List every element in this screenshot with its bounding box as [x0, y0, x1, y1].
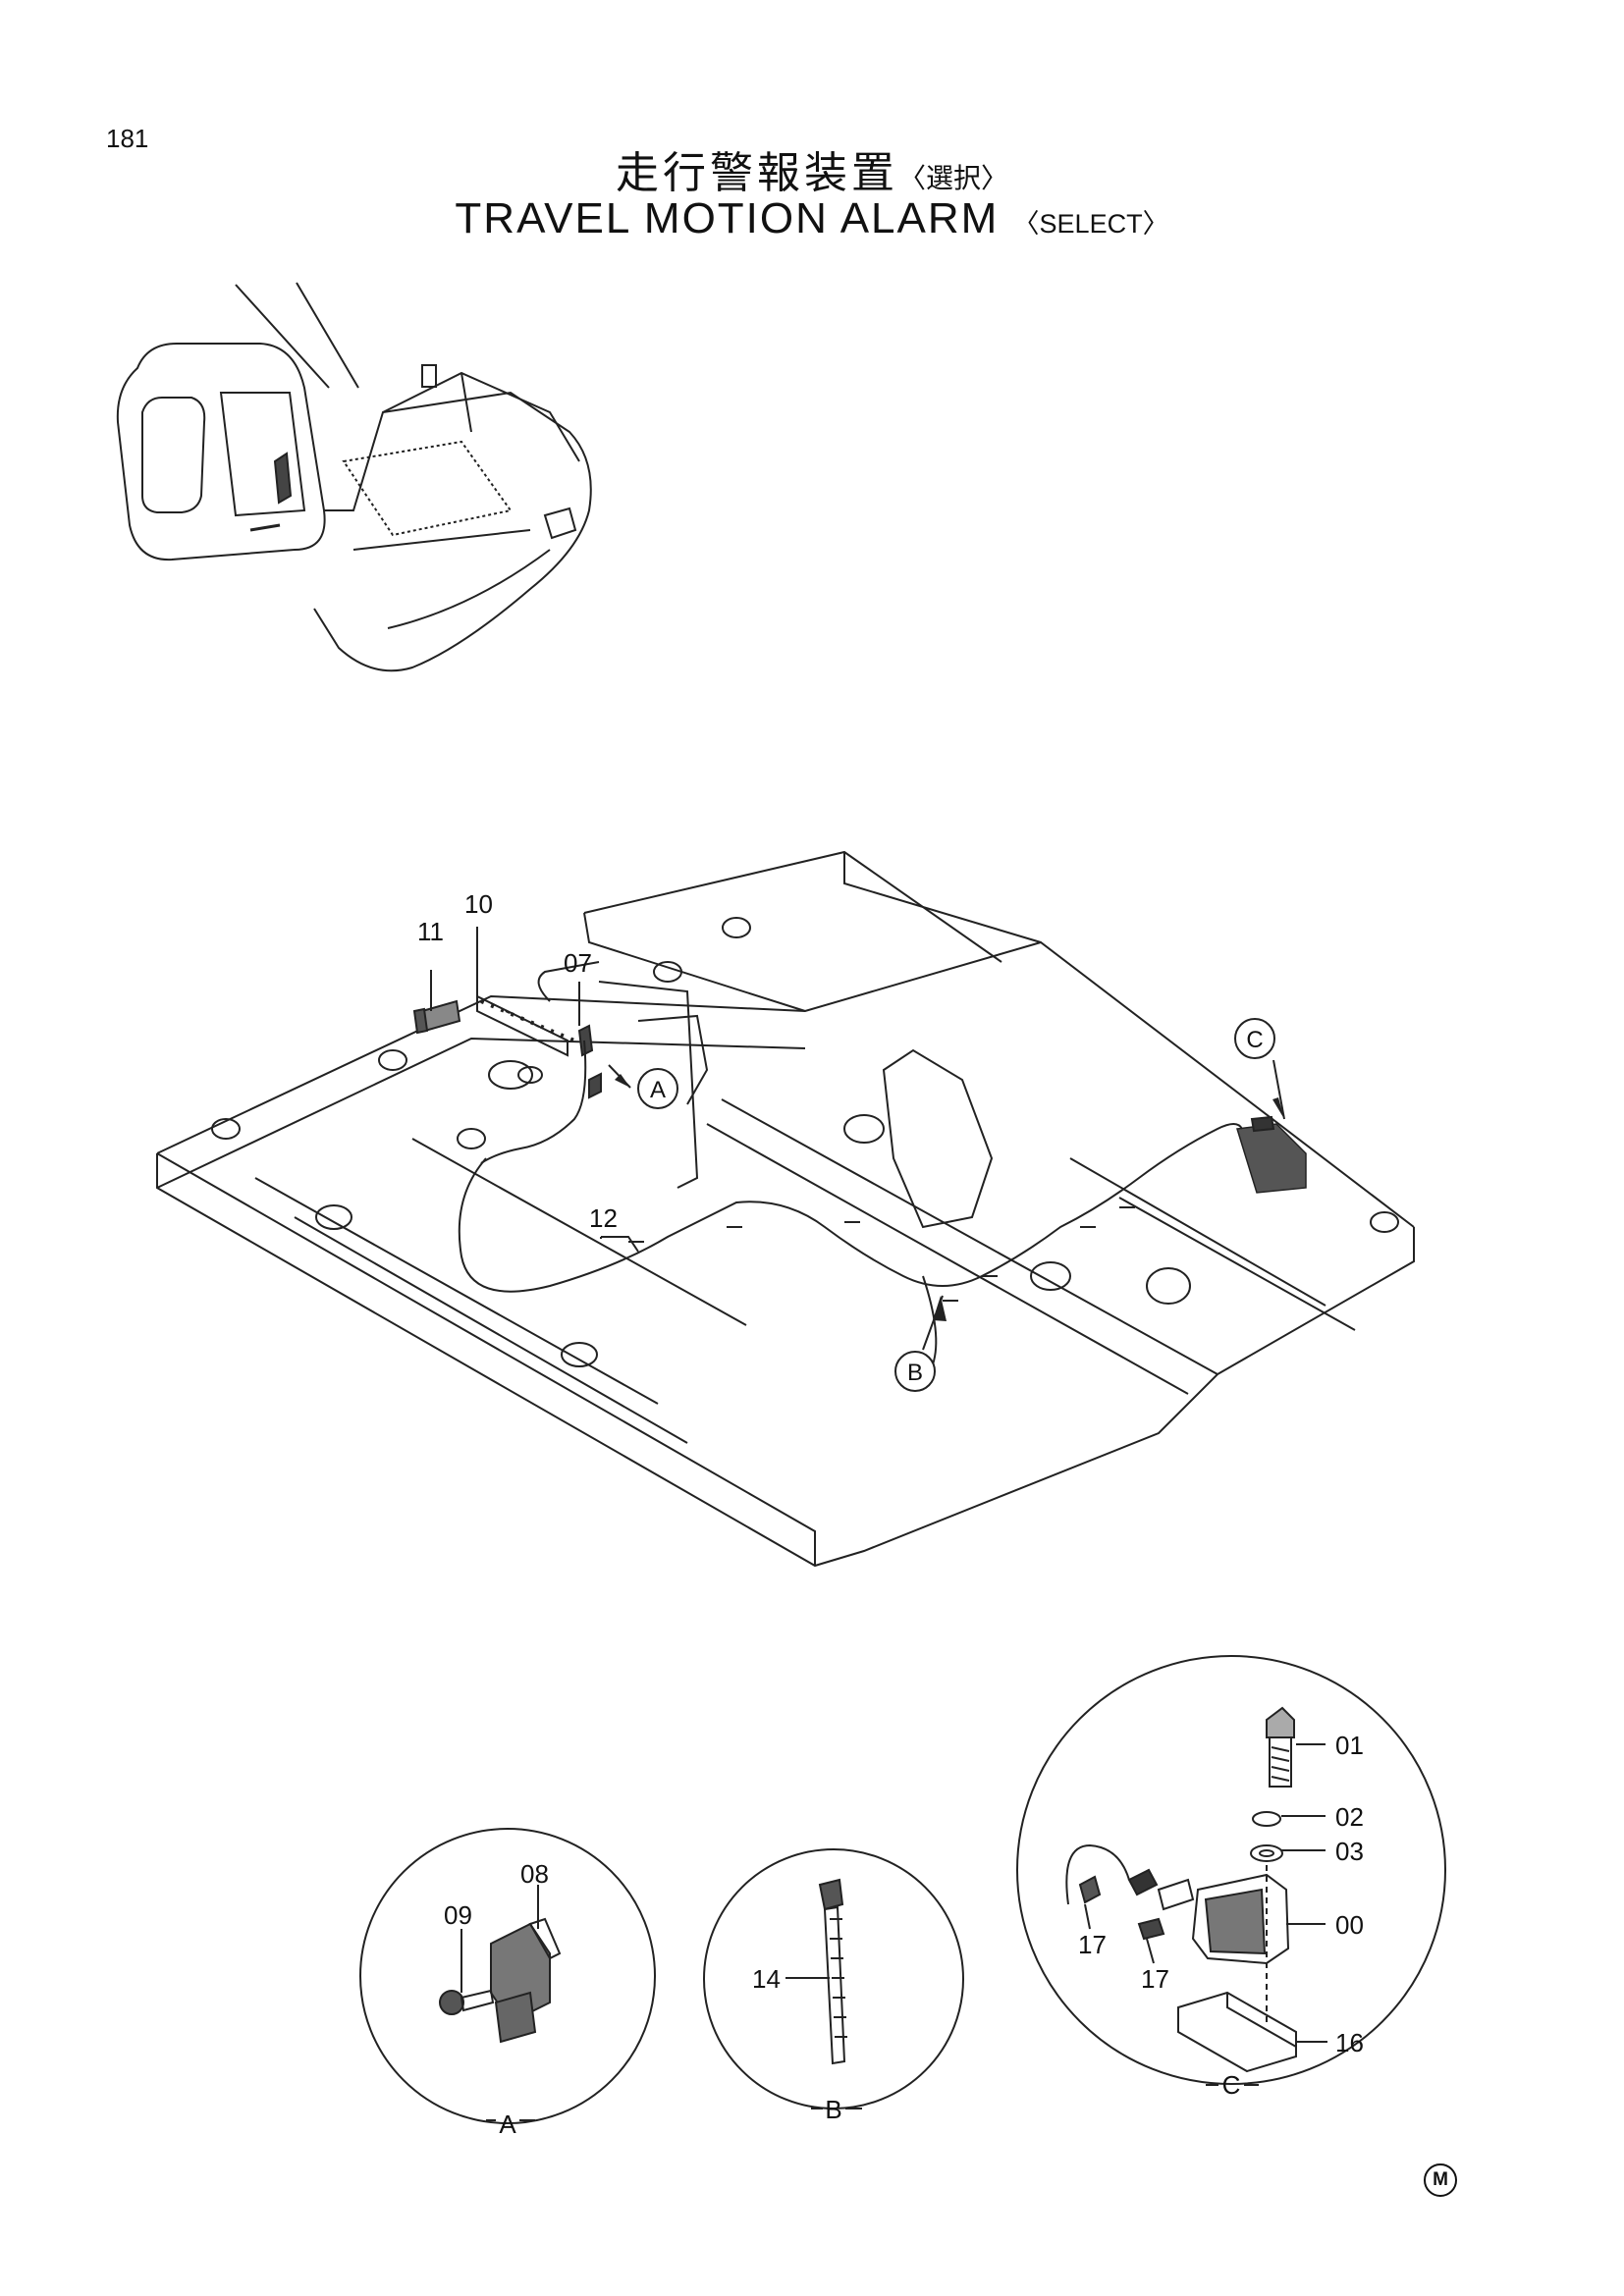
callout-01: 01 — [1335, 1731, 1364, 1760]
title-japanese-main: 走行警報装置 — [615, 148, 898, 198]
detail-marker-b-letter: B — [907, 1360, 923, 1386]
callout-12: 12 — [589, 1203, 618, 1233]
excavator-overview-drawing — [116, 282, 592, 672]
title-english-select: 〈SELECT〉 — [1012, 209, 1169, 239]
callout-17-first: 17 — [1078, 1930, 1107, 1959]
undercarriage-frame-drawing — [156, 850, 1415, 1568]
callout-08: 08 — [520, 1859, 549, 1889]
leader-lines — [430, 927, 1327, 2043]
detail-label-c: C — [1222, 2070, 1241, 2100]
detail-label-ticks — [486, 2084, 1259, 2121]
callout-14: 14 — [752, 1964, 781, 1994]
detail-circle-b — [703, 1848, 964, 2109]
title-english-main: TRAVEL MOTION ALARM — [455, 194, 1000, 242]
detail-label-b: B — [825, 2095, 841, 2124]
title-english: TRAVEL MOTION ALARM 〈SELECT〉 — [0, 194, 1624, 243]
detail-marker-a-letter: A — [650, 1077, 666, 1103]
callout-11: 11 — [417, 917, 444, 946]
detail-pointers — [615, 1074, 1284, 1321]
detail-circle-c — [1016, 1655, 1446, 2085]
callout-10: 10 — [464, 889, 493, 919]
callout-16: 16 — [1335, 2028, 1364, 2057]
detail-marker-c-letter: C — [1246, 1027, 1263, 1053]
detail-marker-c: C — [1234, 1018, 1275, 1059]
callout-09: 09 — [444, 1900, 472, 1930]
callout-00: 00 — [1335, 1910, 1364, 1940]
detail-marker-b: B — [894, 1351, 936, 1392]
bolt-bracket-assembly-drawing — [412, 994, 568, 1057]
title-japanese-select: 〈選択〉 — [897, 162, 1008, 194]
manufacturer-mark: M — [1424, 2163, 1457, 2197]
callout-07: 07 — [564, 948, 592, 978]
callout-17-second: 17 — [1141, 1964, 1169, 1994]
page-number: 181 — [106, 124, 149, 153]
title-japanese: 走行警報装置〈選択〉 — [0, 137, 1624, 200]
callout-02: 02 — [1335, 1802, 1364, 1832]
detail-marker-a: A — [637, 1068, 678, 1109]
detail-label-a: A — [499, 2109, 516, 2139]
detail-circle-a — [359, 1828, 656, 2124]
callout-03: 03 — [1335, 1837, 1364, 1866]
